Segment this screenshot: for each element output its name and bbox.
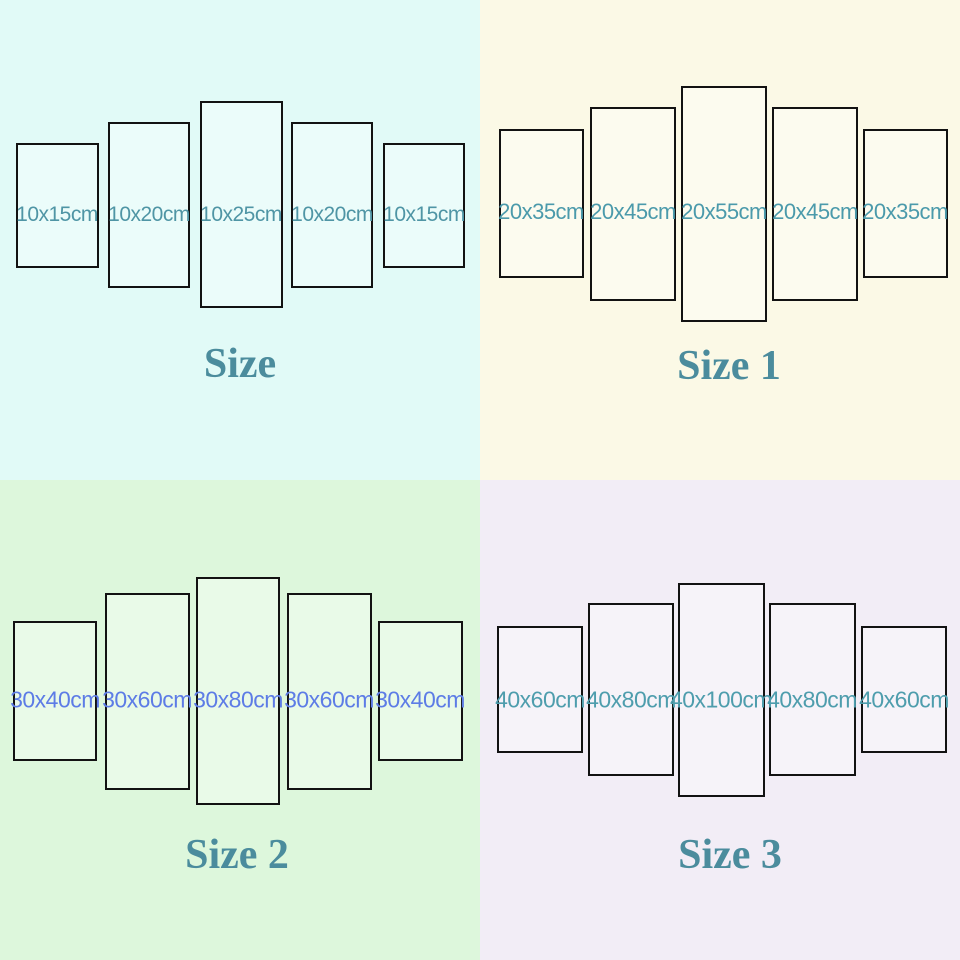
canvas-panel (108, 122, 190, 288)
quadrant-size: 10x15cm 10x20cm 10x25cm 10x20cm 10x15cm … (0, 0, 480, 480)
panel-size-label: 40x80cm (586, 686, 676, 713)
canvas-panel (105, 593, 190, 790)
panel-size-label: 30x40cm (375, 686, 465, 713)
size-group-title: Size 3 (678, 832, 782, 878)
canvas-panel (861, 626, 947, 753)
canvas-panel (13, 621, 97, 761)
canvas-panel (499, 129, 584, 278)
panel-size-label: 40x100cm (669, 686, 773, 713)
panel-size-label: 20x35cm (498, 199, 584, 224)
panel-size-label: 30x60cm (102, 686, 192, 713)
size-group-title: Size 2 (185, 832, 289, 878)
canvas-panel (383, 143, 465, 268)
canvas-panel (863, 129, 948, 278)
canvas-panel (590, 107, 676, 301)
size-group-title: Size 1 (677, 343, 781, 389)
canvas-panel (16, 143, 99, 268)
panel-size-label: 20x45cm (772, 199, 858, 224)
panel-size-label: 30x60cm (284, 686, 374, 713)
panel-size-label: 10x20cm (108, 203, 190, 226)
canvas-panel (497, 626, 583, 753)
panel-size-label: 20x55cm (681, 199, 767, 224)
panel-size-label: 30x80cm (193, 686, 283, 713)
quadrant-size-2: 30x40cm 30x60cm 30x80cm 30x60cm 30x40cm … (0, 480, 480, 960)
panel-size-label: 30x40cm (10, 686, 100, 713)
panel-size-label: 20x45cm (590, 199, 676, 224)
canvas-panel (588, 603, 674, 776)
panel-size-label: 40x60cm (859, 686, 949, 713)
panel-size-label: 10x25cm (200, 203, 282, 226)
size-group-title: Size (203, 341, 277, 387)
canvas-panel (378, 621, 463, 761)
canvas-panel (291, 122, 373, 288)
panel-size-label: 20x35cm (862, 199, 948, 224)
canvas-panel (769, 603, 856, 776)
canvas-panel (678, 583, 765, 797)
canvas-panel (196, 577, 280, 805)
quadrant-size-3: 40x60cm 40x80cm 40x100cm 40x80cm 40x60cm… (480, 480, 960, 960)
panel-size-label: 40x80cm (767, 686, 857, 713)
panel-size-label: 40x60cm (495, 686, 585, 713)
panel-size-label: 10x15cm (383, 203, 465, 226)
canvas-panel (772, 107, 858, 301)
canvas-panel (681, 86, 767, 322)
panel-size-label: 10x20cm (291, 203, 373, 226)
canvas-panel (287, 593, 372, 790)
canvas-panel (200, 101, 283, 308)
panel-size-label: 10x15cm (16, 203, 98, 226)
quadrant-size-1: 20x35cm 20x45cm 20x55cm 20x45cm 20x35cm … (480, 0, 960, 480)
